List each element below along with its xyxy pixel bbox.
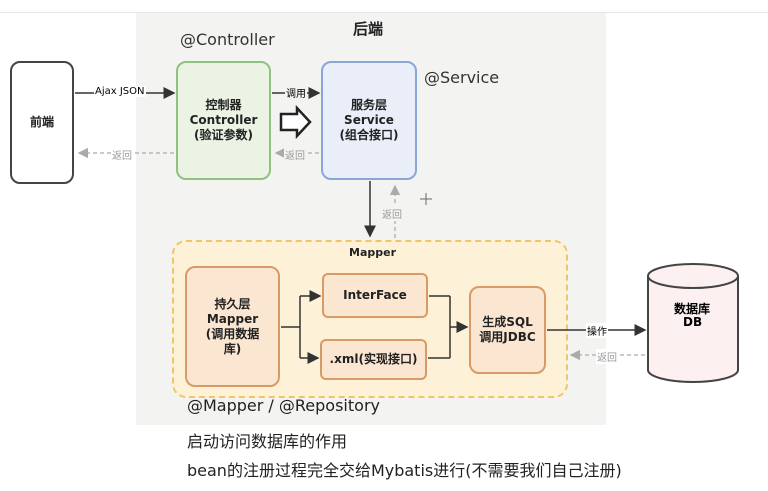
call-label: 调用 (285, 85, 307, 100)
return-label-3: 返回 (381, 206, 403, 221)
return-label-4: 返回 (596, 349, 618, 364)
persistence-label-4: 库) (223, 341, 242, 356)
service-label-1: 服务层 (350, 98, 387, 112)
note-line-2: 启动访问数据库的作用 (187, 432, 348, 451)
controller-label-1: 控制器 (205, 98, 242, 112)
cursor-crosshair (420, 193, 432, 205)
xml-node: .xml(实现接口) (320, 339, 427, 380)
xml-label: .xml(实现接口) (329, 352, 418, 366)
service-label-3: (组合接口) (339, 128, 399, 142)
persistence-label-3: (调用数据 (205, 326, 260, 341)
controller-node: 控制器 Controller (验证参数) (176, 61, 271, 180)
db-label-2: DB (683, 315, 703, 329)
frontend-label: 前端 (29, 115, 54, 129)
controller-label-3: (验证参数) (194, 128, 253, 142)
flow-hollow-arrow (279, 104, 312, 140)
jdbc-node: 生成SQL 调用JDBC (469, 286, 546, 374)
jdbc-label-2: 调用JDBC (479, 330, 536, 344)
db-label-1: 数据库 (674, 302, 711, 316)
return-label-1: 返回 (111, 147, 133, 162)
controller-label-2: Controller (189, 113, 258, 127)
mapper-group-label: Mapper (349, 246, 397, 259)
interface-node: InterFace (322, 273, 428, 318)
note-line-3: bean的注册过程完全交给Mybatis进行(不需要我们自己注册) (187, 461, 622, 480)
service-annotation: @Service (424, 68, 500, 87)
persistence-node: 持久层 Mapper (调用数据 库) (185, 266, 280, 387)
frontend-node: 前端 (10, 61, 74, 184)
operate-label: 操作 (586, 323, 608, 338)
ajax-label: Ajax JSON (94, 86, 146, 97)
interface-label: InterFace (343, 288, 407, 302)
persistence-label-1: 持久层 (214, 296, 251, 311)
return-label-2: 返回 (284, 147, 306, 162)
database-cylinder (647, 263, 739, 383)
service-node: 服务层 Service (组合接口) (321, 61, 417, 180)
backend-title: 后端 (353, 20, 384, 38)
window-top-bar (0, 0, 768, 13)
service-label-2: Service (344, 113, 394, 127)
jdbc-label-1: 生成SQL (482, 315, 533, 329)
controller-annotation: @Controller (180, 30, 275, 49)
persistence-label-2: Mapper (206, 311, 259, 326)
note-line-1: @Mapper / @Repository (187, 396, 380, 415)
